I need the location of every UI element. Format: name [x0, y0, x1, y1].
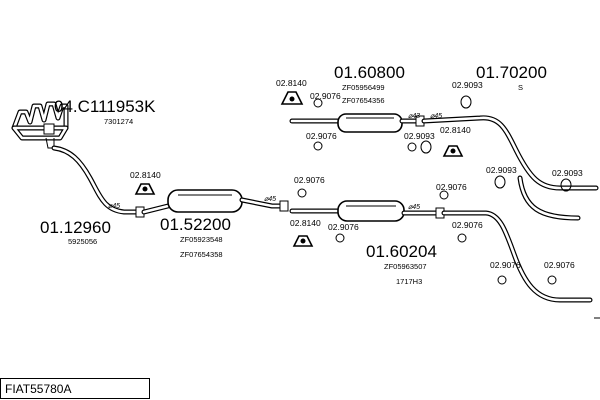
- clamp-label: 02.9076: [294, 175, 325, 185]
- clamp-label: 02.9076: [544, 260, 575, 270]
- exhaust-manifold: [11, 101, 69, 149]
- ring-label: 02.9093: [552, 168, 583, 178]
- front-silencer: [141, 189, 289, 215]
- clamp-label: 02.9076: [328, 222, 359, 232]
- hanger-label: 02.8140: [290, 218, 321, 228]
- part-number-front-pipe: 01.12960: [40, 218, 111, 237]
- part-ref-front-silencer-2: ZF07654358: [180, 250, 223, 259]
- diagram-code-box: FIAT55780A: [0, 378, 150, 399]
- diameter-label: ⌀45: [108, 203, 120, 210]
- ring-label: 02.9093: [486, 165, 517, 175]
- part-number-manifold: 04.C111953K: [54, 97, 156, 116]
- hanger-label: 02.8140: [130, 170, 161, 180]
- diameter-label: ⌀45: [430, 113, 442, 120]
- part-number-front-silencer: 01.52200: [160, 215, 231, 234]
- front-pipe: [51, 145, 145, 218]
- part-number-middle-silencer-upper: 01.60800: [334, 63, 405, 82]
- part-number-rear-silencer-upper: 01.70200: [476, 63, 547, 82]
- part-ref-middle-silencer-upper-2: ZF07654356: [342, 96, 385, 105]
- part-ref-manifold: 7301274: [104, 117, 133, 126]
- part-ref-middle-silencer-lower-1: ZF05963507: [384, 262, 427, 271]
- middle-silencer-lower: [289, 200, 445, 222]
- part-ref-rear-silencer-upper: S: [518, 83, 523, 92]
- ring-label: 02.9093: [404, 131, 435, 141]
- diameter-label: ⌀45: [264, 196, 276, 203]
- rear-pipe-lower: [441, 175, 600, 319]
- part-ref-middle-silencer-upper-1: ZF05956499: [342, 83, 385, 92]
- clamp-label: 02.9076: [452, 220, 483, 230]
- clamp-label: 02.9076: [306, 131, 337, 141]
- hanger-icon: [134, 91, 464, 247]
- diagram-code: FIAT55780A: [5, 382, 72, 396]
- middle-silencer-upper: [289, 113, 425, 133]
- part-ref-front-pipe: 5925056: [68, 237, 97, 246]
- clamp-label: 02.9076: [310, 91, 341, 101]
- ring-icon: [420, 95, 572, 192]
- diameter-label: ⌀43: [408, 113, 420, 120]
- clamp-icon: [297, 98, 557, 285]
- ring-label: 02.9093: [452, 80, 483, 90]
- hanger-label: 02.8140: [440, 125, 471, 135]
- clamp-label: 02.9076: [436, 182, 467, 192]
- part-number-middle-silencer-lower: 01.60204: [366, 242, 437, 261]
- part-ref-middle-silencer-lower-2: 1717H3: [396, 277, 422, 286]
- rear-silencer-upper: [421, 115, 599, 191]
- diameter-label: ⌀45: [408, 204, 420, 211]
- hanger-label: 02.8140: [276, 78, 307, 88]
- clamp-label: 02.9076: [490, 260, 521, 270]
- part-ref-front-silencer-1: ZF05923548: [180, 235, 223, 244]
